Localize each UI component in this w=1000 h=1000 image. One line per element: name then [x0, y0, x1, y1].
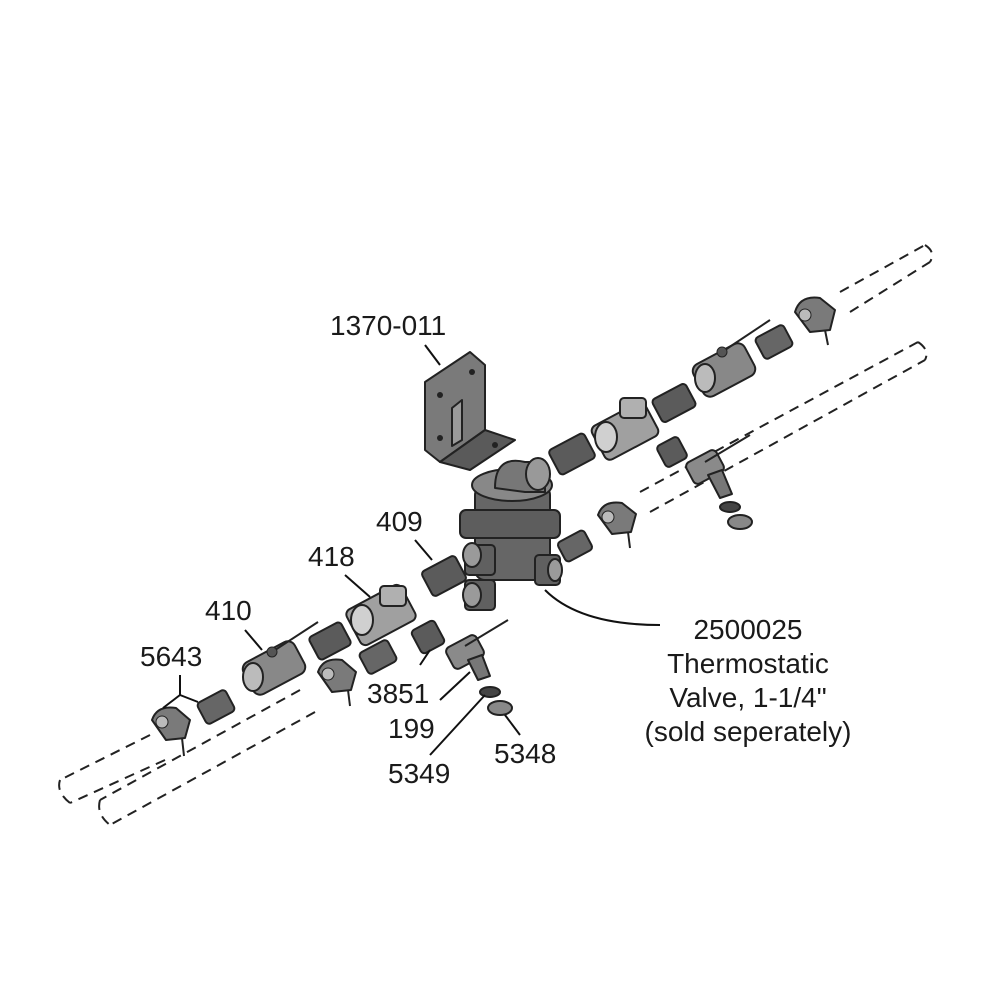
clamp-upper — [794, 296, 836, 346]
dashed-pipe-lower-left — [58, 689, 316, 826]
adapter-lower — [196, 689, 236, 725]
label-418: 418 — [308, 541, 355, 572]
cap-right — [727, 514, 753, 530]
nipple-upper-b — [651, 383, 697, 423]
thermostatic-valve-line3: (sold seperately) — [644, 716, 852, 747]
dashed-pipe-upper-right — [639, 244, 934, 513]
label-5348: 5348 — [494, 738, 557, 769]
mounting-bracket — [424, 351, 516, 471]
tee-418 — [345, 583, 417, 647]
thermostatic-valve-line2: Valve, 1-1/4" — [669, 682, 827, 713]
ball-valve-upper — [691, 319, 771, 398]
washer-5349 — [479, 686, 501, 698]
label-5349: 5349 — [388, 758, 451, 789]
thermostatic-valve-body — [459, 457, 563, 611]
thermostatic-valve-description: 2500025 Thermostatic Valve, 1-1/4" (sold… — [628, 613, 868, 749]
label-5643: 5643 — [140, 641, 203, 672]
label-3851: 3851 — [367, 678, 430, 709]
drain-valve-right — [685, 434, 751, 499]
nipple-upper-a — [548, 432, 596, 476]
adapter-mid — [557, 529, 593, 563]
thermostatic-valve-line1: Thermostatic — [667, 648, 829, 679]
ball-valve-410 — [241, 621, 319, 696]
label-1370-011: 1370-011 — [330, 310, 447, 341]
nipple-lower-b — [308, 621, 352, 661]
adapter-upper — [754, 324, 794, 360]
label-409: 409 — [376, 506, 423, 537]
clamp-5643 — [151, 706, 191, 757]
adapter-lower-b — [358, 639, 398, 675]
clamp-lower-b — [317, 658, 357, 707]
cap-5348 — [487, 700, 513, 716]
nipple-409 — [421, 555, 467, 597]
bushing-3851 — [410, 619, 446, 655]
leader-lines — [162, 344, 661, 756]
thermostatic-valve-part-number: 2500025 — [693, 614, 803, 645]
tee-upper — [590, 397, 660, 461]
label-410: 410 — [205, 595, 252, 626]
clamp-mid — [597, 501, 637, 549]
drain-valve-199 — [445, 619, 509, 681]
bushing-right — [656, 436, 688, 468]
washer-right — [719, 501, 741, 513]
label-199: 199 — [388, 713, 435, 744]
